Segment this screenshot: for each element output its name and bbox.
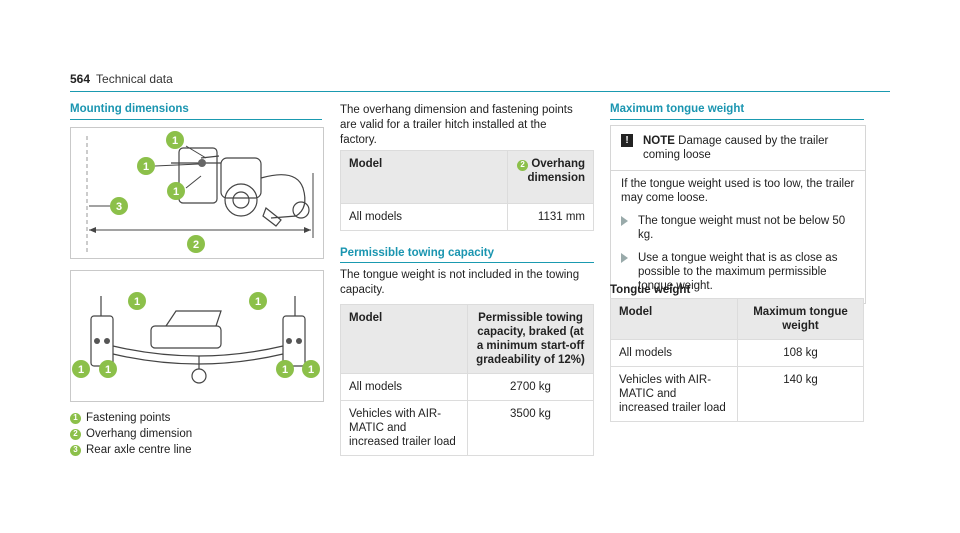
svg-text:1: 1: [134, 296, 140, 308]
svg-text:1: 1: [255, 296, 261, 308]
note-header: ! NOTE Damage caused by the trailer comi…: [611, 126, 865, 171]
note-heading: Damage caused by the trailer coming loos…: [643, 135, 829, 161]
svg-text:1: 1: [143, 161, 149, 173]
list-item: The tongue weight must not be below 50 k…: [621, 214, 855, 242]
legend-item: 2 Overhang dimension: [70, 426, 192, 442]
mounting-title-rule: [70, 119, 322, 120]
warning-icon: !: [621, 134, 633, 147]
legend-number: 3: [70, 444, 81, 456]
towing-capacity-title: Permissible towing capacity: [340, 247, 495, 259]
table-row: Vehicles with AIR-MATIC and increased tr…: [610, 366, 864, 422]
overhang-header-text: Overhang dimension: [527, 158, 585, 184]
mounting-dimensions-title: Mounting dimensions: [70, 103, 189, 115]
bullet-text: The tongue weight must not be below 50 k…: [638, 215, 846, 241]
svg-text:1: 1: [105, 364, 111, 376]
svg-text:3: 3: [116, 201, 122, 213]
cell-value: 108 kg: [737, 339, 864, 367]
cell-value: 1131 mm: [507, 203, 594, 231]
note-box: ! NOTE Damage caused by the trailer comi…: [610, 125, 866, 304]
tongue-table: Model Maximum tongue weight All models 1…: [610, 298, 864, 422]
section-title: Technical data: [96, 72, 173, 86]
note-body: If the tongue weight used is too low, th…: [611, 171, 865, 303]
table-row: All models 1131 mm: [340, 203, 594, 231]
cell-value: 2700 kg: [467, 373, 594, 401]
legend-item: 1 Fastening points: [70, 410, 192, 426]
table-row: Vehicles with AIR-MATIC and increased tr…: [340, 400, 594, 456]
col-towing-header: Permissible towing capacity, braked (at …: [467, 304, 594, 374]
max-tongue-weight-title: Maximum tongue weight: [610, 103, 745, 115]
legend-text: Overhang dimension: [86, 428, 193, 440]
figure-legend: 1 Fastening points 2 Overhang dimension …: [70, 410, 192, 458]
col-overhang-header: 2 Overhang dimension: [507, 150, 594, 204]
legend-text: Rear axle centre line: [86, 444, 192, 456]
col-model-header: Model: [340, 150, 508, 204]
tongue-title-rule: [610, 119, 864, 120]
svg-text:1: 1: [78, 364, 84, 376]
note-label: NOTE: [643, 135, 675, 147]
svg-text:2: 2: [193, 239, 199, 251]
table-row: All models 2700 kg: [340, 373, 594, 401]
legend-number: 2: [70, 428, 81, 440]
legend-number: 2: [517, 159, 529, 171]
cell-model: All models: [340, 203, 508, 231]
svg-text:1: 1: [173, 186, 179, 198]
svg-text:1: 1: [172, 135, 178, 147]
legend-item: 3 Rear axle centre line: [70, 442, 192, 458]
list-item: Use a tongue weight that is as close as …: [621, 251, 855, 293]
col-model-header: Model: [340, 304, 468, 374]
rear-view-figure: 1 1 1 1 1 1: [70, 270, 324, 402]
cell-model: All models: [340, 373, 468, 401]
towing-intro: The tongue weight is not included in the…: [340, 269, 580, 296]
arrow-right-icon: [621, 216, 628, 226]
svg-text:1: 1: [282, 364, 288, 376]
legend-number: 1: [70, 412, 81, 424]
cell-value: 140 kg: [737, 366, 864, 422]
overhang-intro: The overhang dimension and fastening poi…: [340, 104, 573, 146]
col-model-header: Model: [610, 298, 738, 340]
header-rule: [70, 91, 890, 92]
col-tongue-header: Maximum tongue weight: [737, 298, 864, 340]
note-heading-wrap: NOTE Damage caused by the trailer coming…: [643, 134, 855, 162]
side-view-figure: 1 1 1 3 2: [70, 127, 324, 259]
page-header: 564 Technical data: [70, 72, 173, 86]
towing-title-rule: [340, 262, 594, 263]
note-text: If the tongue weight used is too low, th…: [621, 178, 855, 204]
table-row: All models 108 kg: [610, 339, 864, 367]
towing-table: Model Permissible towing capacity, brake…: [340, 304, 594, 456]
cell-model: Vehicles with AIR-MATIC and increased tr…: [610, 366, 738, 422]
cell-value: 3500 kg: [467, 400, 594, 456]
legend-text: Fastening points: [86, 412, 171, 424]
tongue-weight-subhead: Tongue weight: [610, 284, 691, 296]
page-number: 564: [70, 72, 91, 86]
bullet-text: Use a tongue weight that is as close as …: [638, 252, 838, 292]
cell-model: All models: [610, 339, 738, 367]
arrow-right-icon: [621, 253, 628, 263]
overhang-table: Model 2 Overhang dimension All models 11…: [340, 150, 594, 231]
svg-text:1: 1: [308, 364, 314, 376]
cell-model: Vehicles with AIR-MATIC and increased tr…: [340, 400, 468, 456]
